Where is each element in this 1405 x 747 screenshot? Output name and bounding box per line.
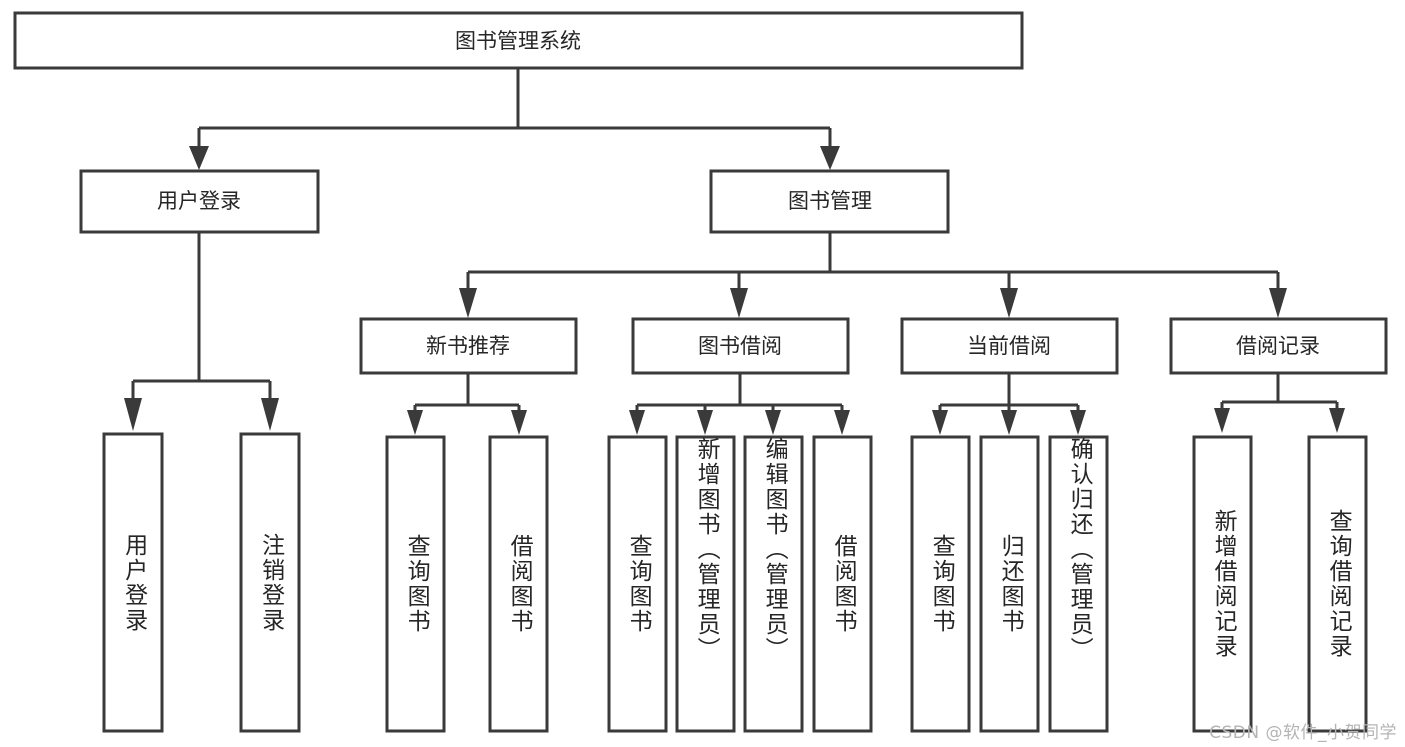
connector-root-to-level2 bbox=[189, 68, 840, 170]
leaf-box-add-book[interactable] bbox=[675, 435, 736, 733]
leaf-box-borrow-book-1[interactable] bbox=[488, 435, 549, 733]
node-borrow-record[interactable]: 借阅记录 bbox=[1169, 317, 1388, 375]
current-borrow-box[interactable] bbox=[900, 317, 1119, 375]
leaf-box-user-login[interactable] bbox=[102, 432, 164, 733]
connector-book-borrow-to-leaves bbox=[629, 373, 850, 435]
arrowhead-leaf-logout-login bbox=[261, 398, 279, 431]
arrowhead-book-manage bbox=[820, 146, 840, 170]
leaf-box-edit-book[interactable] bbox=[743, 435, 804, 733]
arrowhead-leaf-borrow-book-1 bbox=[511, 410, 527, 435]
borrow-record-label: 借阅记录 bbox=[1236, 334, 1320, 358]
connector-book-manage-to-level3 bbox=[459, 232, 1287, 318]
node-root[interactable]: 图书管理系统 bbox=[13, 11, 1024, 70]
connector-user-login-to-leaves bbox=[124, 232, 279, 431]
arrowhead-leaf-user-login bbox=[124, 398, 142, 431]
leaf-box-query-book-1[interactable] bbox=[385, 435, 446, 733]
new-book-rec-label: 新书推荐 bbox=[426, 334, 510, 358]
arrowhead-new-book-rec bbox=[459, 288, 477, 318]
connector-current-borrow-to-leaves bbox=[932, 373, 1086, 435]
node-book-borrow[interactable]: 图书借阅 bbox=[631, 317, 850, 375]
arrowhead-leaf-edit-book bbox=[765, 410, 781, 435]
arrowhead-leaf-confirm-return bbox=[1070, 410, 1086, 435]
leaf-box-add-record[interactable] bbox=[1192, 435, 1253, 733]
connector-borrow-record-to-leaves bbox=[1214, 373, 1345, 433]
arrowhead-leaf-add-record bbox=[1214, 408, 1230, 433]
root-label: 图书管理系统 bbox=[455, 29, 581, 53]
new-book-rec-box[interactable] bbox=[359, 317, 578, 375]
arrowhead-leaf-return-book bbox=[1001, 410, 1017, 435]
csdn-watermark: CSDN @软件_小贺同学 bbox=[1209, 723, 1397, 743]
leaf-box-query-book-2[interactable] bbox=[607, 435, 668, 733]
current-borrow-label: 当前借阅 bbox=[967, 334, 1051, 358]
arrowhead-book-borrow bbox=[730, 288, 748, 318]
arrowhead-leaf-query-book-1 bbox=[407, 410, 423, 435]
leaf-box-return-book[interactable] bbox=[979, 435, 1040, 733]
arrowhead-leaf-query-book-2 bbox=[629, 410, 645, 435]
arrowhead-leaf-borrow-book-2 bbox=[834, 410, 850, 435]
leaf-box-borrow-book-2[interactable] bbox=[812, 435, 873, 733]
arrowhead-current-borrow bbox=[1000, 288, 1018, 318]
arrowhead-leaf-query-record bbox=[1329, 408, 1345, 433]
node-book-manage[interactable]: 图书管理 bbox=[709, 169, 950, 234]
book-manage-label: 图书管理 bbox=[788, 189, 872, 213]
arrowhead-leaf-add-book bbox=[697, 410, 713, 435]
leaf-box-logout-login[interactable] bbox=[239, 432, 301, 733]
leaf-box-confirm-return[interactable] bbox=[1048, 435, 1109, 733]
user-login-box[interactable] bbox=[79, 169, 320, 234]
node-new-book-rec[interactable]: 新书推荐 bbox=[359, 317, 578, 375]
node-user-login[interactable]: 用户登录 bbox=[79, 169, 320, 234]
root-box[interactable] bbox=[13, 11, 1024, 70]
leaf-box-query-book-3[interactable] bbox=[910, 435, 971, 733]
arrowhead-user-login bbox=[189, 146, 209, 170]
book-borrow-label: 图书借阅 bbox=[698, 334, 782, 358]
leaf-box-query-record[interactable] bbox=[1307, 435, 1368, 733]
user-login-label: 用户登录 bbox=[157, 189, 241, 213]
arrowhead-borrow-record bbox=[1269, 288, 1287, 318]
connector-new-book-rec-to-leaves bbox=[407, 373, 527, 435]
node-current-borrow[interactable]: 当前借阅 bbox=[900, 317, 1119, 375]
arrowhead-leaf-query-book-3 bbox=[932, 410, 948, 435]
